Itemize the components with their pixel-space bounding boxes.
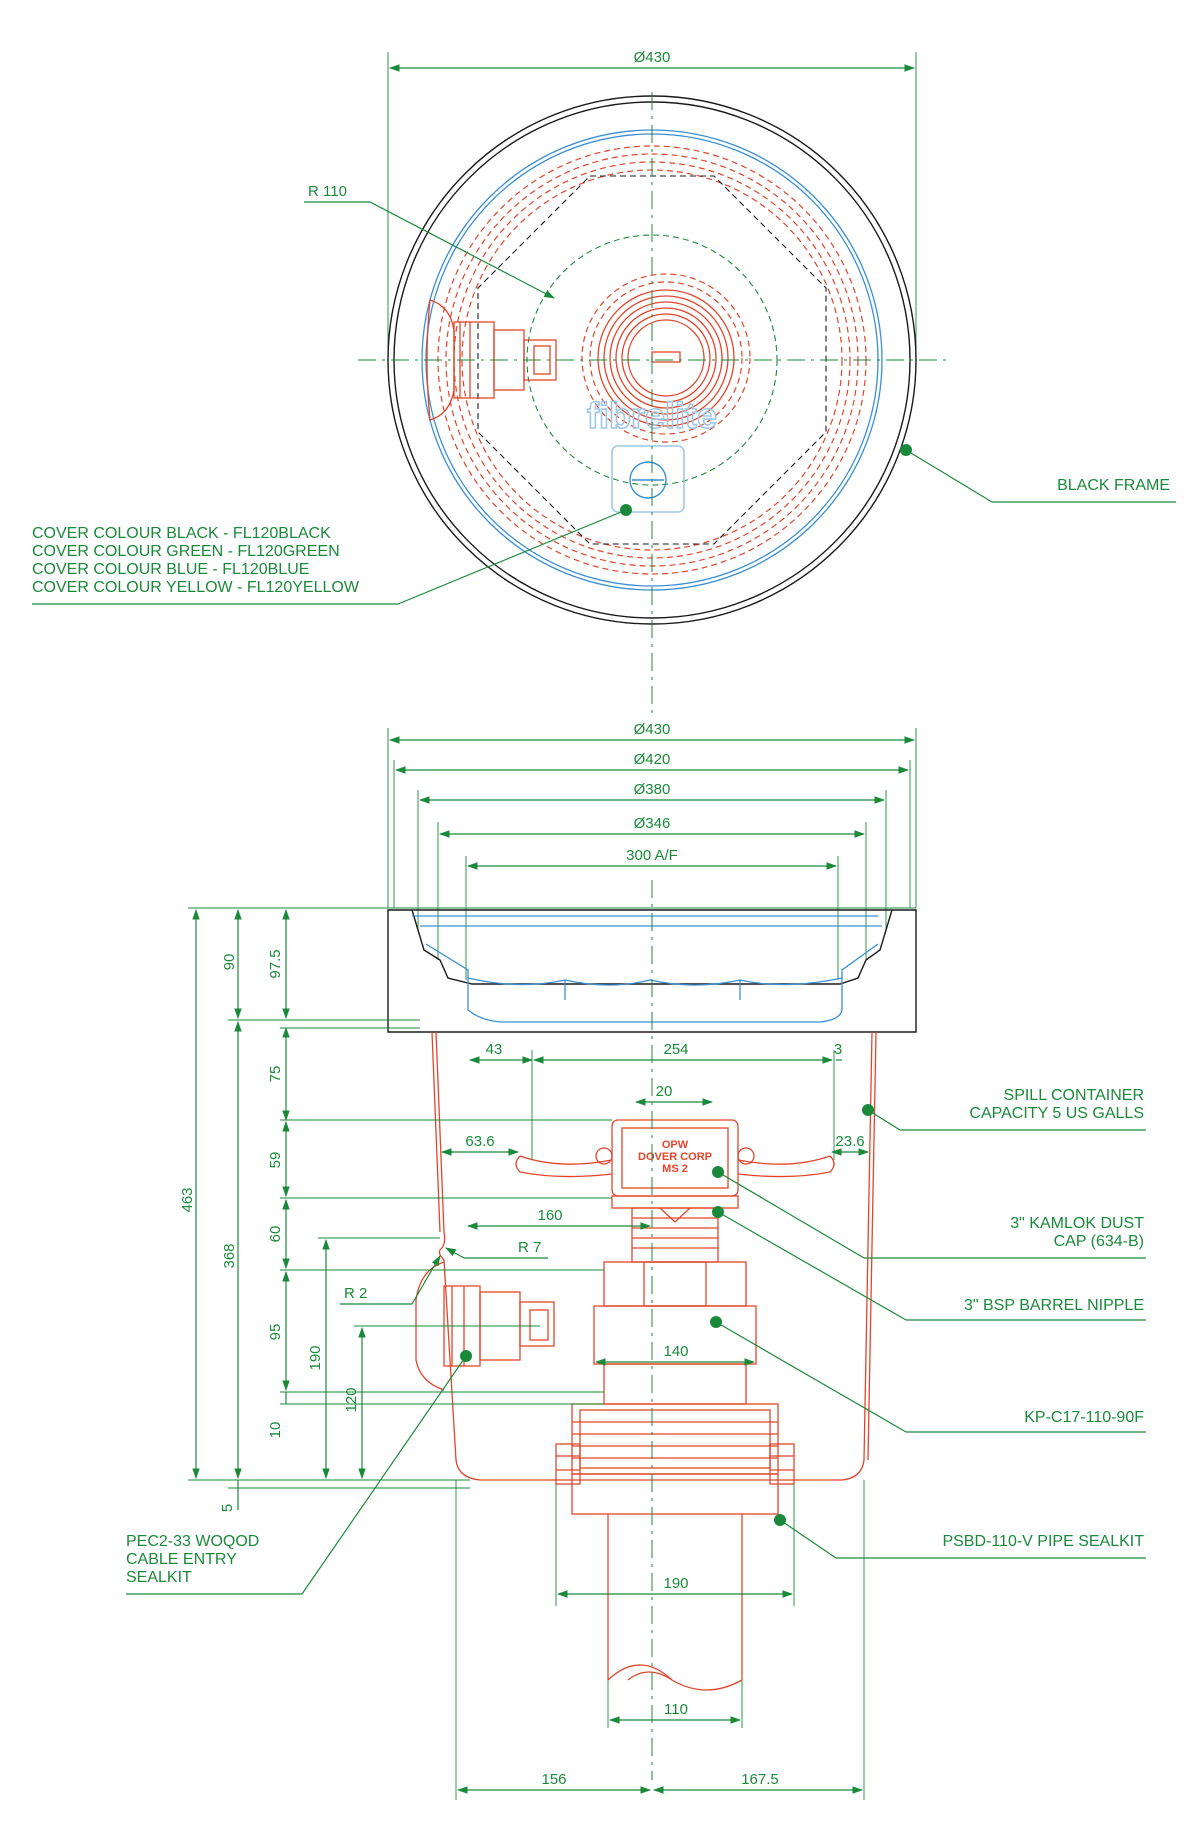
top-view: Ø430 [32, 49, 1176, 716]
cap-text-ms: MS 2 [662, 1163, 688, 1175]
pec-label-2: CABLE ENTRY [126, 1551, 237, 1568]
dim-h120: 120 [343, 1387, 360, 1412]
dim-h97-5: 97.5 [267, 949, 284, 978]
section-view: Ø430 Ø420 Ø380 Ø346 300 A/F [126, 721, 1146, 1800]
kamlok-dust-cap: OPW DOVER CORP MS 2 [515, 1119, 835, 1209]
psbd-label: PSBD-110-V PIPE SEALKIT [942, 1533, 1144, 1550]
dim-r2: R 2 [344, 1285, 367, 1302]
spill-container [435, 1031, 873, 1481]
dim-d3: 3 [834, 1041, 842, 1058]
cap-text-dover: DOVER CORP [638, 1151, 712, 1163]
black-frame-label: BLACK FRAME [1057, 477, 1170, 494]
cover-colour-blue: COVER COLOUR BLUE - FL120BLUE [32, 561, 309, 578]
pec-label-3: SEALKIT [126, 1569, 192, 1586]
pipe-110 [607, 1514, 743, 1691]
dim-d110: 110 [664, 1701, 688, 1718]
dim-d254: 254 [663, 1041, 688, 1058]
kamlok-label-2: CAP (634-B) [1054, 1233, 1144, 1250]
dim-d63-6: 63.6 [465, 1133, 494, 1150]
dim-d346: Ø346 [634, 815, 671, 832]
kp-label: KP-C17-110-90F [1024, 1409, 1144, 1426]
kamlok-label-1: 3" KAMLOK DUST [1010, 1215, 1144, 1232]
dim-h190: 190 [307, 1345, 324, 1370]
r110-dim: R 110 [308, 183, 347, 200]
dim-d43: 43 [486, 1041, 503, 1058]
octagon-af [477, 175, 827, 545]
pipe-sealkit [555, 1403, 795, 1515]
cover-section [412, 915, 882, 1023]
vertical-dims: 463 90 368 97.5 75 59 60 95 10 [179, 907, 916, 1512]
dim-h463: 463 [179, 1187, 196, 1212]
top-diameter-dim: Ø430 [634, 49, 671, 66]
cover-colour-black: COVER COLOUR BLACK - FL120BLACK [32, 525, 331, 542]
spill-container-label-2: CAPACITY 5 US GALLS [969, 1105, 1144, 1122]
dim-h95: 95 [267, 1324, 284, 1341]
barrel-nipple [631, 1207, 719, 1263]
dim-h90: 90 [221, 954, 238, 971]
callouts: SPILL CONTAINER CAPACITY 5 US GALLS 3" K… [126, 1087, 1146, 1595]
cover-colour-yellow: COVER COLOUR YELLOW - FL120YELLOW [32, 579, 360, 596]
horizontal-dims: 43 254 3 20 63.6 23.6 160 R 7 R 2 140 [340, 1041, 870, 1800]
dim-d380: Ø380 [634, 781, 671, 798]
dim-d156: 156 [541, 1771, 566, 1788]
dim-d20: 20 [656, 1083, 673, 1100]
dim-d160: 160 [537, 1207, 562, 1224]
dim-h59: 59 [267, 1152, 284, 1169]
dim-d23-6: 23.6 [835, 1133, 864, 1150]
dim-d190: 190 [663, 1575, 688, 1592]
dim-h10: 10 [267, 1422, 284, 1439]
dim-d140: 140 [663, 1343, 688, 1360]
spill-container-label-1: SPILL CONTAINER [1004, 1087, 1144, 1104]
dim-h60: 60 [267, 1226, 284, 1243]
pec-label-1: PEC2-33 WOQOD [126, 1533, 259, 1550]
dim-d167-5: 167.5 [741, 1771, 779, 1788]
barrel-nipple-label: 3" BSP BARREL NIPPLE [964, 1297, 1144, 1314]
dim-d420: Ø420 [634, 751, 671, 768]
dim-h368: 368 [221, 1243, 238, 1268]
dim-h5: 5 [219, 1504, 236, 1512]
cover-colour-green: COVER COLOUR GREEN - FL120GREEN [32, 543, 340, 560]
frame-section [387, 909, 917, 1033]
dim-d430: Ø430 [634, 721, 671, 738]
dim-300af: 300 A/F [626, 847, 678, 864]
dim-r7: R 7 [518, 1239, 541, 1256]
dim-h75: 75 [267, 1066, 284, 1083]
kp-reducer [593, 1261, 757, 1405]
cap-text-opw: OPW [662, 1139, 689, 1151]
